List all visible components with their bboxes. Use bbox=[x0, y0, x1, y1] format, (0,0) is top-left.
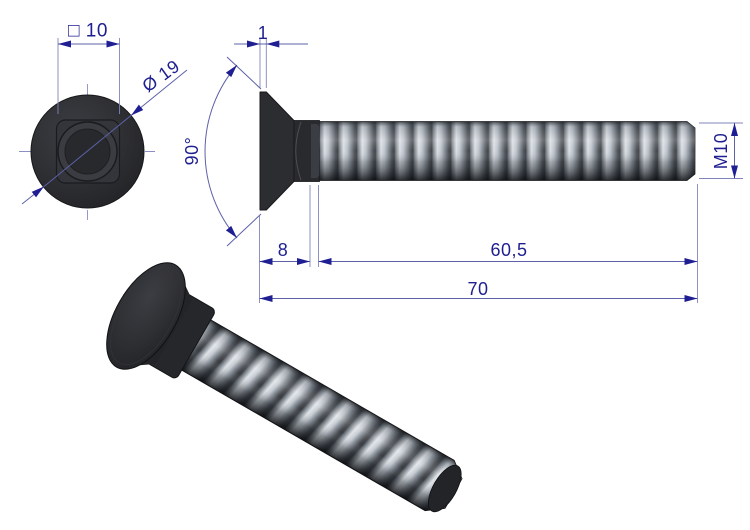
total-length-dimension: 70 bbox=[467, 279, 489, 299]
neck-shoulder bbox=[311, 124, 320, 178]
cone-extension-line-top bbox=[226, 56, 262, 90]
bolt-3d-head-face bbox=[106, 262, 186, 370]
head-length-dimension: 8 bbox=[277, 240, 289, 260]
bolt-3d-shank-shading bbox=[169, 312, 462, 511]
threaded-shank-shading bbox=[319, 121, 695, 181]
bolt-3d-render bbox=[106, 262, 463, 513]
thread-designation: M10 bbox=[711, 132, 731, 170]
side-view bbox=[204, 38, 743, 303]
countersink-angle-dimension: 90° bbox=[182, 136, 202, 166]
head-profile bbox=[259, 91, 295, 211]
front-view bbox=[19, 38, 188, 220]
angle-arc bbox=[204, 64, 238, 239]
cone-extension-line-bottom bbox=[226, 213, 262, 247]
bolt-3d-tip bbox=[428, 464, 462, 513]
square-width-dimension: □ 10 bbox=[68, 20, 108, 42]
edge-thickness-dimension: 1 bbox=[257, 23, 269, 43]
neck-corner-curve bbox=[295, 121, 302, 181]
thread-length-dimension: 60,5 bbox=[490, 240, 528, 260]
diameter-tail-line bbox=[21, 186, 45, 205]
diameter-leader-line bbox=[130, 69, 188, 116]
diameter-chord-line bbox=[43, 115, 132, 187]
